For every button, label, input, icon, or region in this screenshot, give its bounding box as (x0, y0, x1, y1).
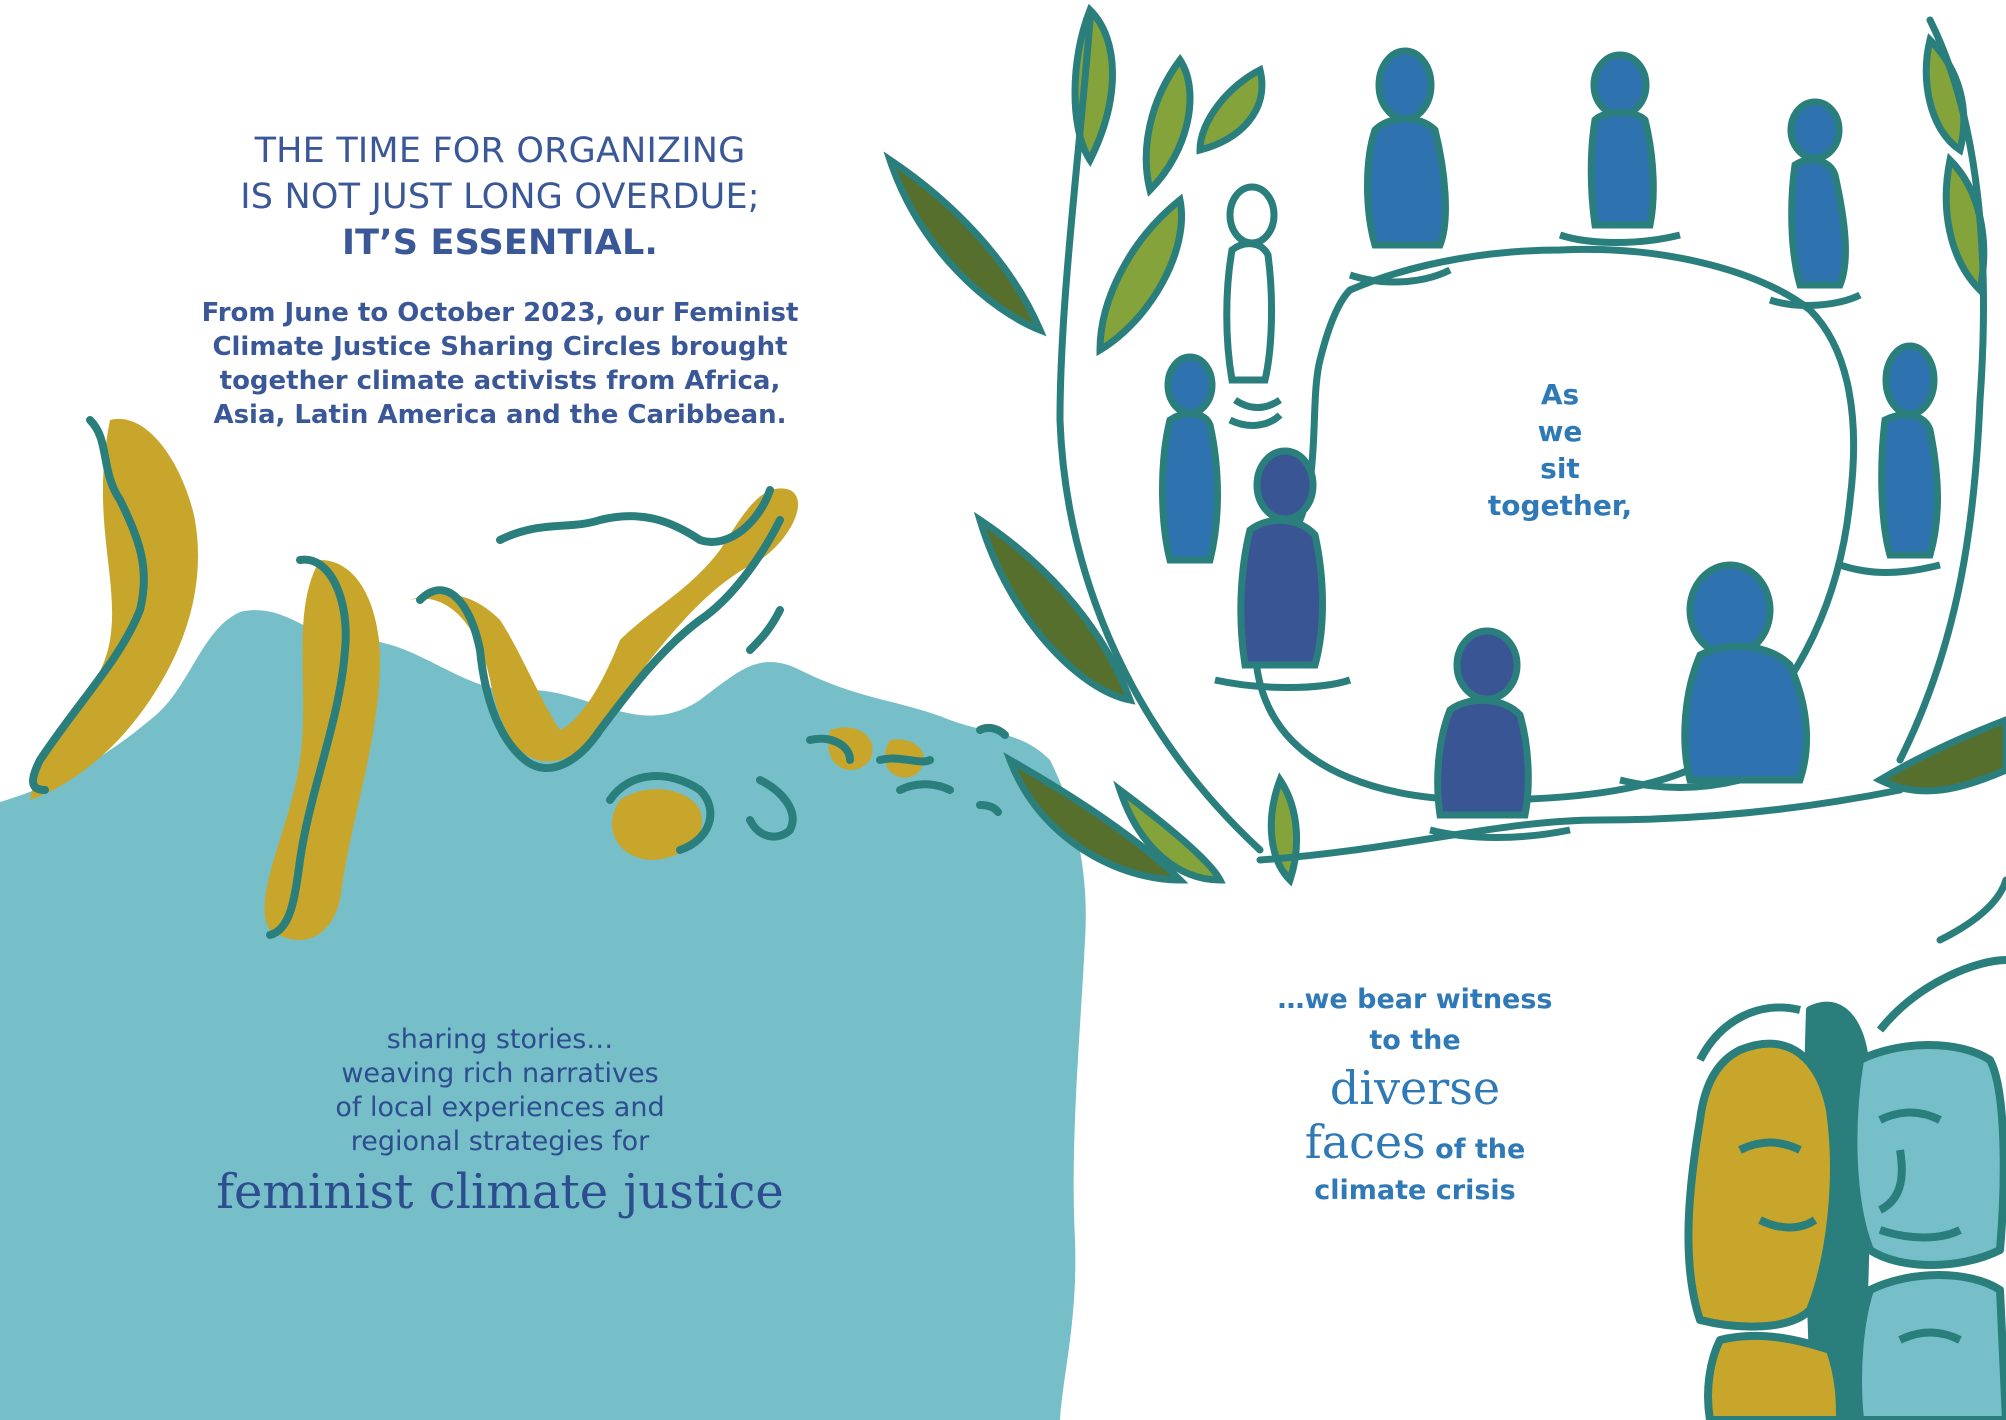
headline-line-1: THE TIME FOR ORGANIZING (254, 131, 746, 171)
intro-paragraph: From June to October 2023, our Feminist … (170, 296, 830, 432)
intro-line-4: Asia, Latin America and the Caribbean. (213, 400, 787, 430)
witness-line-3: diverse (1329, 1061, 1501, 1115)
sharing-circle-art (883, 3, 2006, 944)
sharing-emphasis: feminist climate justice (216, 1164, 784, 1220)
sharing-line-1: sharing stories… (386, 1024, 614, 1055)
circle-caption-line-4: together, (1487, 489, 1633, 522)
circle-caption: As we sit together, (1450, 376, 1670, 524)
headline-line-2: IS NOT JUST LONG OVERDUE; (240, 177, 760, 217)
circle-caption-line-2: we (1537, 415, 1583, 448)
witness-line-4b: of the (1435, 1134, 1526, 1165)
witness-line-1: …we bear witness (1277, 984, 1553, 1015)
ocean-blob (0, 610, 1086, 1420)
faces-art (1684, 956, 2006, 1420)
seated-figures (1159, 47, 1941, 841)
sharing-stories-text: sharing stories… weaving rich narratives… (200, 1023, 800, 1223)
headline: THE TIME FOR ORGANIZING IS NOT JUST LONG… (150, 128, 850, 266)
witness-line-2: to the (1369, 1025, 1461, 1056)
intro-line-1: From June to October 2023, our Feminist (201, 298, 799, 328)
headline-line-3: IT’S ESSENTIAL. (341, 223, 659, 263)
intro-line-2: Climate Justice Sharing Circles brought (212, 332, 788, 362)
sharing-line-4: regional strategies for (350, 1126, 650, 1157)
witness-line-5: climate crisis (1314, 1175, 1516, 1206)
sharing-line-2: weaving rich narratives (341, 1058, 659, 1089)
witness-text: …we bear witness to the diverse faces of… (1240, 979, 1590, 1211)
map-outlines (29, 416, 1009, 939)
intro-line-3: together climate activists from Africa, (219, 366, 781, 396)
witness-line-4a: faces (1304, 1115, 1426, 1169)
sharing-line-3: of local experiences and (335, 1092, 665, 1123)
circle-caption-line-3: sit (1540, 452, 1580, 485)
circle-caption-line-1: As (1540, 378, 1580, 411)
